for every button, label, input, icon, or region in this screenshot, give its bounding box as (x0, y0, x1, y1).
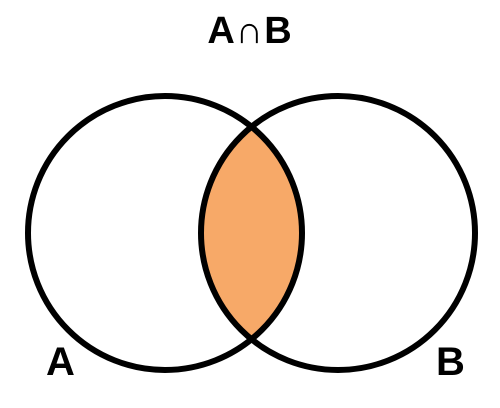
set-a-label: A (46, 340, 75, 384)
set-b-label: B (436, 340, 465, 384)
set-b-circle (198, 93, 478, 373)
diagram-title: A∩B (207, 10, 293, 52)
intersection-region (201, 96, 302, 370)
set-a-circle (25, 93, 305, 373)
